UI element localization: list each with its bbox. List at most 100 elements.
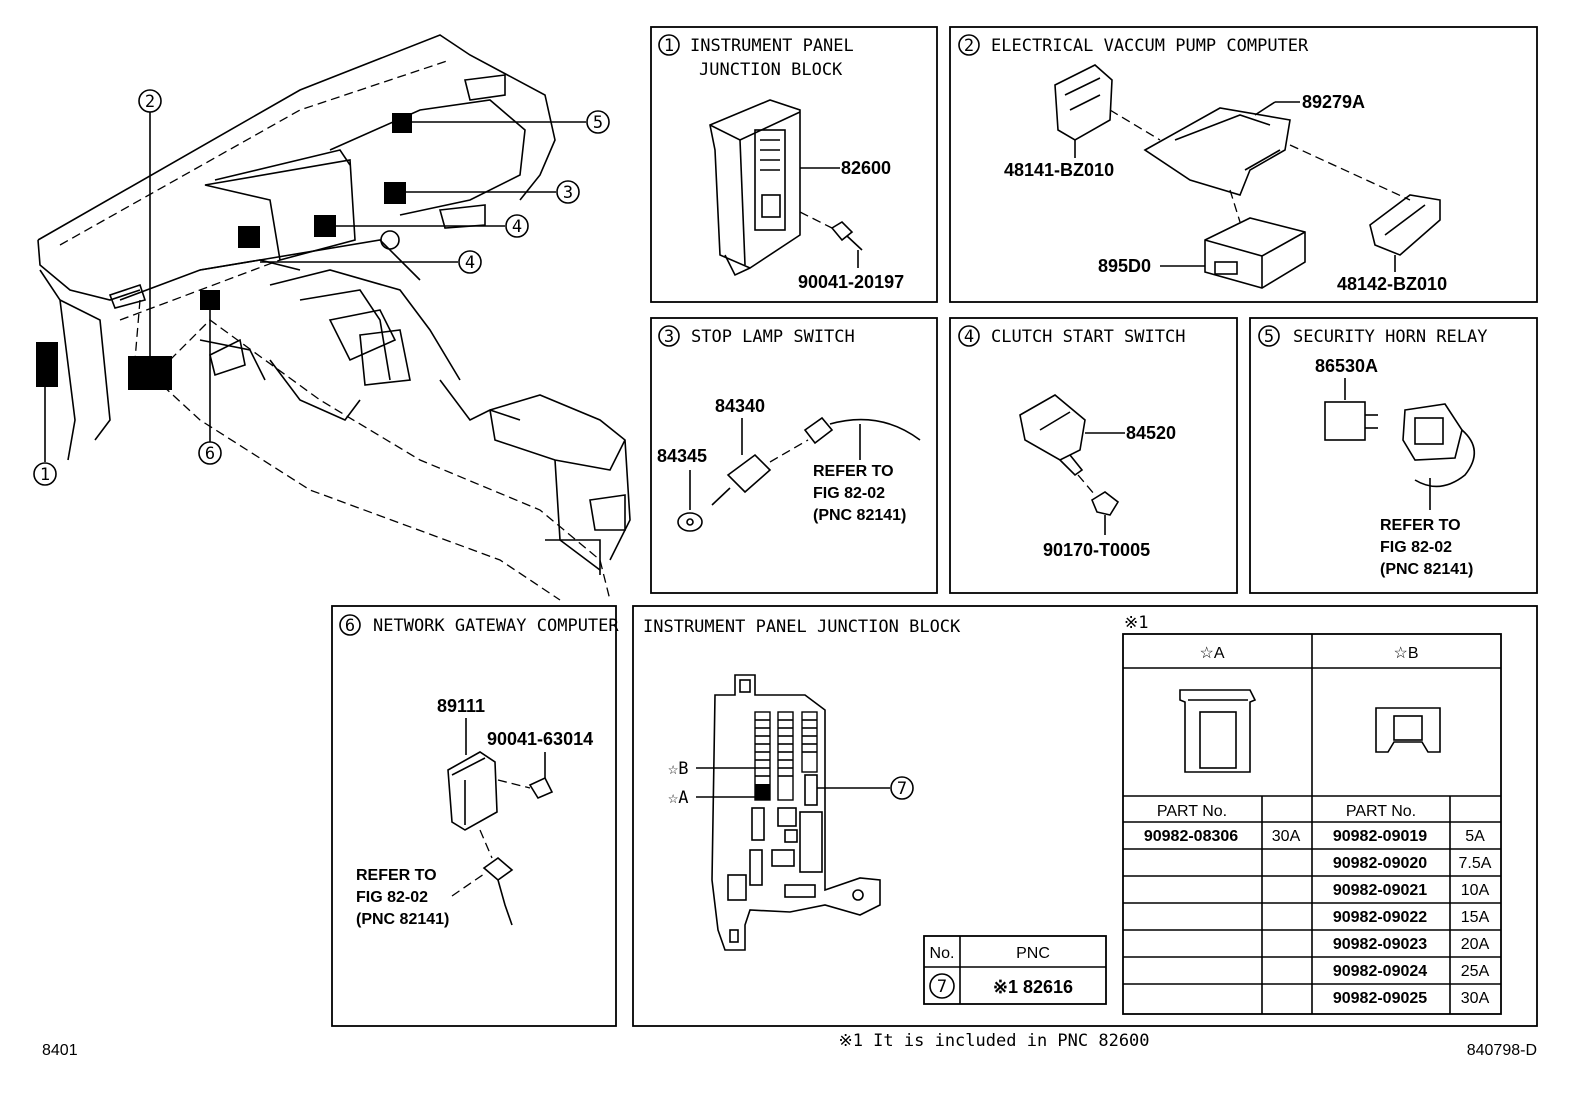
part-84340: 84340 (715, 396, 765, 416)
svg-text:☆A: ☆A (1199, 645, 1224, 662)
fuse-b-amp-cell: 10A (1461, 882, 1490, 899)
svg-text:6: 6 (205, 444, 215, 464)
panel-1-title: INSTRUMENT PANEL (690, 36, 854, 56)
panel-4-title: CLUTCH START SWITCH (991, 327, 1185, 347)
svg-text:☆B: ☆B (1393, 645, 1418, 662)
callout-1: 1 (33, 462, 57, 486)
fuse-b-part-cell: 90982-09025 (1333, 990, 1427, 1007)
panel-1-title-2: JUNCTION BLOCK (699, 60, 843, 80)
svg-text:No.: No. (930, 945, 955, 962)
part-89279A: 89279A (1302, 92, 1365, 112)
panel-electrical-vaccum-pump-computer: 2 ELECTRICAL VACCUM PUMP COMPUTER 48141-… (949, 26, 1538, 303)
star-a-label: ☆A (668, 788, 688, 808)
svg-text:7: 7 (897, 779, 907, 799)
location-marker-6 (200, 290, 220, 310)
refer-to-line-2: FIG 82-02 (1380, 539, 1452, 556)
svg-text:6: 6 (345, 616, 355, 636)
svg-text:2: 2 (145, 92, 155, 112)
callout-4a: 4 (505, 214, 529, 238)
svg-text:※1 82616: ※1 82616 (993, 977, 1073, 997)
refer-to-line-1: REFER TO (1380, 517, 1461, 534)
svg-text:PART No.: PART No. (1346, 803, 1416, 820)
fuse-b-amp-cell: 5A (1465, 828, 1485, 845)
fuse-b-part-cell: 90982-09023 (1333, 936, 1427, 953)
panel-5-title: SECURITY HORN RELAY (1293, 327, 1487, 347)
refer-to-line-3: (PNC 82141) (813, 507, 906, 524)
svg-text:7: 7 (937, 977, 947, 997)
part-90041-63014: 90041-63014 (487, 729, 593, 749)
footer-left: 8401 (42, 1042, 78, 1059)
refer-to-line-1: REFER TO (813, 463, 894, 480)
fuse-b-amp-cell: 15A (1461, 909, 1490, 926)
panel-7-title: INSTRUMENT PANEL JUNCTION BLOCK (643, 617, 961, 637)
part-82600: 82600 (841, 158, 891, 178)
panel-security-horn-relay: 5 SECURITY HORN RELAY 86530A REFER TO FI… (1249, 317, 1538, 594)
callout-5: 5 (586, 110, 610, 134)
part-90170-T0005: 90170-T0005 (1043, 540, 1150, 560)
callout-3: 3 (556, 180, 580, 204)
part-86530A: 86530A (1315, 356, 1378, 376)
svg-text:4: 4 (512, 217, 522, 237)
panel-2-title: ELECTRICAL VACCUM PUMP COMPUTER (991, 36, 1309, 56)
panel-clutch-start-switch: 4 CLUTCH START SWITCH 84520 90170-T0005 (949, 317, 1238, 594)
svg-text:PNC: PNC (1016, 945, 1050, 962)
location-marker-3 (384, 182, 406, 204)
svg-text:3: 3 (664, 327, 674, 347)
part-48141-BZ010: 48141-BZ010 (1004, 160, 1114, 180)
svg-text:5: 5 (1264, 327, 1274, 347)
part-89111: 89111 (437, 696, 485, 716)
bolt-90041-20197 (830, 220, 863, 251)
dashboard-overview: 2 1 5 3 4 4 6 (33, 34, 631, 601)
part-48142-BZ010: 48142-BZ010 (1337, 274, 1447, 294)
fuse-b-amp-cell: 20A (1461, 936, 1490, 953)
svg-text:2: 2 (964, 36, 974, 56)
fuse-b-part-cell: 90982-09021 (1333, 882, 1427, 899)
callout-4b: 4 (458, 250, 482, 274)
callout-6: 6 (198, 441, 222, 465)
refer-to-line-3: (PNC 82141) (1380, 561, 1473, 578)
fuse-a-part-cell: 90982-08306 (1144, 828, 1238, 845)
refer-to-line-2: FIG 82-02 (813, 485, 885, 502)
panel-6-title: NETWORK GATEWAY COMPUTER (373, 616, 619, 636)
fuse-b-part-cell: 90982-09024 (1333, 963, 1427, 980)
location-marker-5 (392, 113, 412, 133)
refer-to-line-3: (PNC 82141) (356, 911, 449, 928)
location-marker-4a (314, 215, 336, 237)
svg-text:5: 5 (593, 113, 603, 133)
svg-text:1: 1 (664, 36, 674, 56)
svg-text:※1: ※1 (1124, 613, 1148, 633)
location-marker-2 (128, 356, 172, 390)
fuse-b-part-cell: 90982-09019 (1333, 828, 1427, 845)
refer-to-line-2: FIG 82-02 (356, 889, 428, 906)
callout-2: 2 (138, 89, 162, 113)
fuse-table: ※1 ☆A ☆B PART No. PART No. (1122, 613, 1502, 1015)
part-90041-20197: 90041-20197 (798, 272, 904, 292)
panel-instrument-panel-junction-block: 1 INSTRUMENT PANEL JUNCTION BLOCK 82600 … (650, 26, 938, 303)
fuse-b-part-cell: 90982-09022 (1333, 909, 1427, 926)
svg-text:4: 4 (465, 253, 475, 273)
refer-to-line-1: REFER TO (356, 867, 437, 884)
fuse-rows-a: 90982-08306 30A (1144, 828, 1301, 845)
panel-3-title: STOP LAMP SWITCH (691, 327, 855, 347)
part-84520: 84520 (1126, 423, 1176, 443)
fuse-b-amp-cell: 7.5A (1459, 855, 1492, 872)
fuse-columns (727, 711, 823, 901)
part-895D0: 895D0 (1098, 256, 1151, 276)
fuse-b-part-cell: 90982-09020 (1333, 855, 1427, 872)
svg-text:3: 3 (563, 183, 573, 203)
panel-stop-lamp-switch: 3 STOP LAMP SWITCH 84340 84345 REFER TO … (650, 317, 938, 594)
fuse-b-amp-cell: 30A (1461, 990, 1490, 1007)
fuse-rows-b: 90982-09019 5A 90982-09020 7.5A 90982-09021 1… (1333, 828, 1492, 1007)
location-marker-1 (36, 342, 58, 387)
junction-block-drawing (709, 99, 801, 277)
part-84345: 84345 (657, 446, 707, 466)
location-marker-4b (238, 226, 260, 248)
footer-note: ※1 It is included in PNC 82600 (838, 1031, 1149, 1051)
star-b-label: ☆B (668, 759, 688, 779)
svg-text:4: 4 (964, 327, 974, 347)
svg-text:PART No.: PART No. (1157, 803, 1227, 820)
panel-instrument-panel-junction-block-detail: INSTRUMENT PANEL JUNCTION BLOCK (632, 605, 1538, 1027)
panel-network-gateway-computer: 6 NETWORK GATEWAY COMPUTER 89111 90041-6… (331, 605, 619, 1027)
fuse-a-amp-cell: 30A (1272, 828, 1301, 845)
